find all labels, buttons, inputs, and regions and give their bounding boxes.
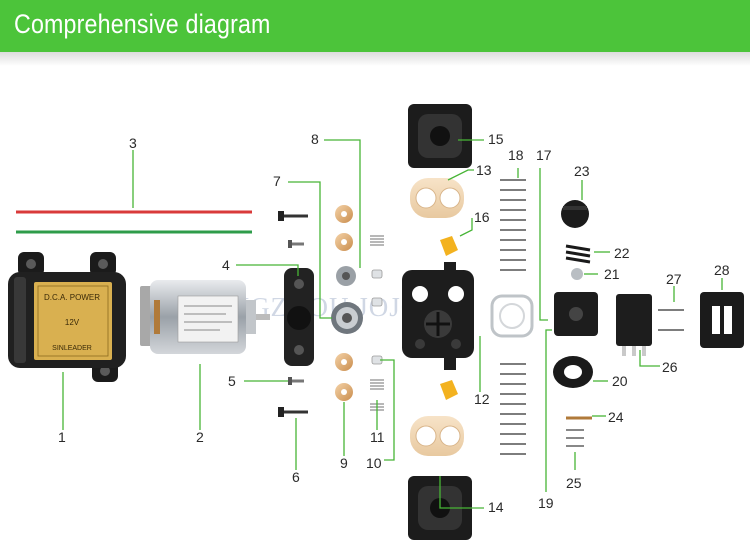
part-copper-washers — [335, 205, 353, 401]
title-banner: Comprehensive diagram — [0, 0, 750, 52]
part-number-label: 13 — [476, 162, 492, 178]
part-number-label: 8 — [311, 131, 319, 147]
part-number-label: 1 — [58, 429, 66, 445]
motor-label-line3: SINLEADER — [52, 345, 92, 352]
part-pump-housing: D.C.A. POWER 12V SINLEADER — [8, 252, 126, 382]
part-knob — [561, 200, 589, 228]
part-screws-right — [566, 416, 592, 447]
part-number-label: 15 — [488, 131, 504, 147]
part-diaphragms — [410, 178, 464, 456]
part-spring — [565, 244, 591, 264]
part-number-label: 12 — [474, 391, 490, 407]
part-number-label: 6 — [292, 469, 300, 485]
part-number-label: 23 — [574, 163, 590, 179]
part-number-label: 20 — [612, 373, 628, 389]
part-switch-housing — [554, 292, 598, 336]
part-gasket — [490, 294, 534, 338]
part-dc-motor — [140, 280, 270, 354]
part-screw-column-bottom — [500, 363, 526, 455]
part-number-label: 17 — [536, 147, 552, 163]
part-number-label: 3 — [129, 135, 137, 151]
part-screw-column-top — [500, 179, 526, 271]
part-number-label: 18 — [508, 147, 524, 163]
part-wires — [16, 210, 252, 234]
part-number-label: 24 — [608, 409, 624, 425]
part-number-label: 11 — [370, 429, 385, 445]
page-title: Comprehensive diagram — [14, 9, 271, 39]
part-top-cover — [408, 104, 472, 168]
part-number-label: 7 — [273, 173, 281, 189]
part-steel-ball — [571, 268, 583, 280]
part-small-screws — [658, 309, 684, 331]
part-switch-cover — [700, 292, 744, 348]
part-numbers: 1 2 3 4 5 6 7 8 9 10 11 12 13 14 15 16 1… — [58, 131, 730, 515]
part-number-label: 16 — [474, 209, 490, 225]
part-small-springs — [370, 235, 384, 411]
banner-shadow — [0, 52, 750, 66]
motor-label-line2: 12V — [65, 318, 80, 327]
part-number-label: 2 — [196, 429, 204, 445]
part-motor-plate — [284, 268, 314, 366]
part-pump-body — [402, 262, 474, 370]
part-rubber-seal — [553, 356, 593, 388]
part-number-label: 27 — [666, 271, 682, 287]
part-bearing — [331, 302, 363, 334]
part-number-label: 21 — [604, 266, 620, 282]
part-number-label: 5 — [228, 373, 236, 389]
part-number-label: 9 — [340, 455, 348, 471]
part-number-label: 14 — [488, 499, 504, 515]
part-number-label: 26 — [662, 359, 678, 375]
motor-label-line1: D.C.A. POWER — [44, 293, 100, 302]
part-number-label: 19 — [538, 495, 554, 511]
part-eccentric — [336, 266, 356, 286]
part-number-label: 10 — [366, 455, 382, 471]
part-number-label: 4 — [222, 257, 230, 273]
part-number-label: 25 — [566, 475, 582, 491]
part-screws-left — [278, 211, 308, 417]
part-number-label: 22 — [614, 245, 630, 261]
part-number-label: 28 — [714, 262, 730, 278]
part-micro-switch — [616, 294, 652, 356]
part-yellow-valves — [440, 236, 458, 400]
leader-lines — [62, 139, 723, 509]
